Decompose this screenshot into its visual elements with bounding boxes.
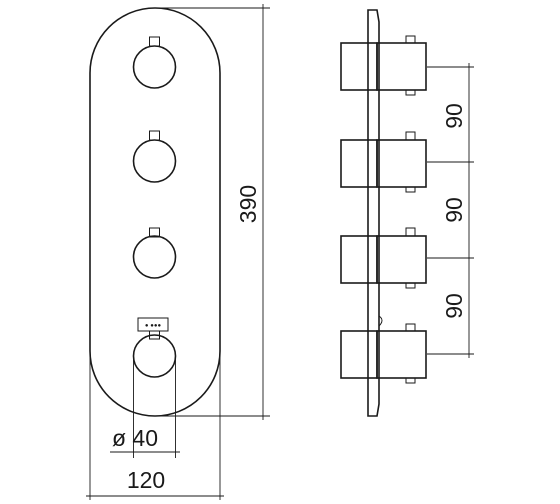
- side-knob: [340, 35, 427, 96]
- front-knob: [132, 330, 177, 378]
- height-dimension: 390: [155, 4, 270, 420]
- temperature-indicator: ● ●●●: [137, 317, 169, 332]
- spacing-label-2: 90: [441, 197, 467, 223]
- side-knob: [340, 227, 427, 289]
- front-knob: [132, 227, 177, 279]
- side-view: [340, 9, 427, 417]
- spacing-label-3: 90: [441, 293, 467, 319]
- faceplate-outline: [89, 7, 221, 417]
- width-label: 120: [127, 467, 165, 493]
- diameter-dimension: ø 40: [110, 356, 180, 458]
- front-view: ● ●●●: [89, 7, 221, 417]
- width-dimension: 120: [86, 75, 224, 500]
- side-knob: [340, 323, 427, 384]
- spacing-dimensions: 90 90 90: [427, 63, 474, 358]
- side-knob: [340, 131, 427, 193]
- front-knob: [132, 36, 177, 89]
- diameter-label: ø 40: [112, 425, 158, 451]
- front-knob: [132, 130, 177, 183]
- indicator-marks: ● ●●●: [145, 323, 162, 329]
- height-label: 390: [235, 185, 261, 223]
- spacing-label-1: 90: [441, 103, 467, 129]
- side-faceplate: [367, 9, 380, 417]
